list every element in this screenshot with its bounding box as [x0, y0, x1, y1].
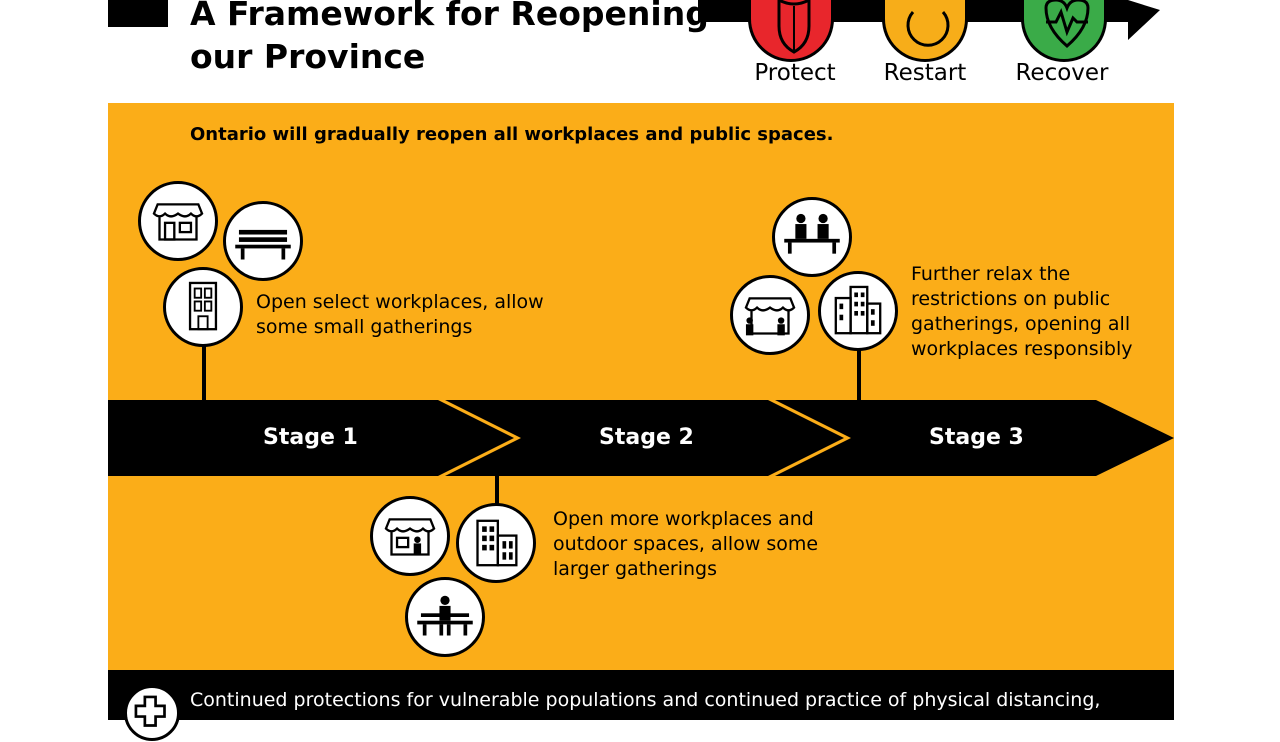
city-buildings-icon: [818, 271, 898, 351]
stages-panel: [108, 103, 1174, 670]
stage-3-label: Stage 3: [929, 425, 1024, 450]
medical-cross-icon: [124, 685, 180, 741]
people-on-bench-icon: [772, 197, 852, 277]
restart-power-icon: [882, 0, 968, 62]
stage-2-label: Stage 2: [599, 425, 694, 450]
stages-timeline: [108, 400, 1174, 476]
phase-label-recover: Recover: [1015, 60, 1109, 86]
phase-label-restart: Restart: [883, 60, 967, 86]
stage-3-connector: [857, 350, 861, 400]
header-decor-bar: [108, 0, 168, 27]
storefront-icon: [138, 181, 218, 261]
office-buildings-icon: [456, 503, 536, 583]
stage-1-connector: [202, 345, 206, 400]
stage-1-description: Open select workplaces, allow some small…: [256, 291, 544, 338]
office-building-icon: [163, 267, 243, 347]
recover-heartbeat-icon: [1021, 0, 1107, 62]
park-bench-icon: [223, 201, 303, 281]
phase-label-protect: Protect: [754, 60, 836, 86]
storefront-people-icon: [730, 275, 810, 355]
person-on-bench-icon: [405, 577, 485, 657]
stage-2-description: Open more workplaces and outdoor spaces,…: [553, 508, 819, 580]
page-title-line-2: our Province: [190, 37, 426, 76]
footer-band: [108, 670, 1174, 720]
storefront-person-icon: [370, 496, 450, 576]
page-title-line-1: A Framework for Reopening: [190, 0, 709, 33]
stage-2-connector: [495, 476, 499, 504]
protect-shield-icon: [748, 0, 834, 62]
intro-text: Ontario will gradually reopen all workpl…: [190, 124, 834, 145]
stage-3-description: Further relax the restrictions on public…: [911, 263, 1133, 360]
footer-text: Continued protections for vulnerable pop…: [190, 689, 1101, 711]
stage-1-label: Stage 1: [263, 425, 358, 450]
